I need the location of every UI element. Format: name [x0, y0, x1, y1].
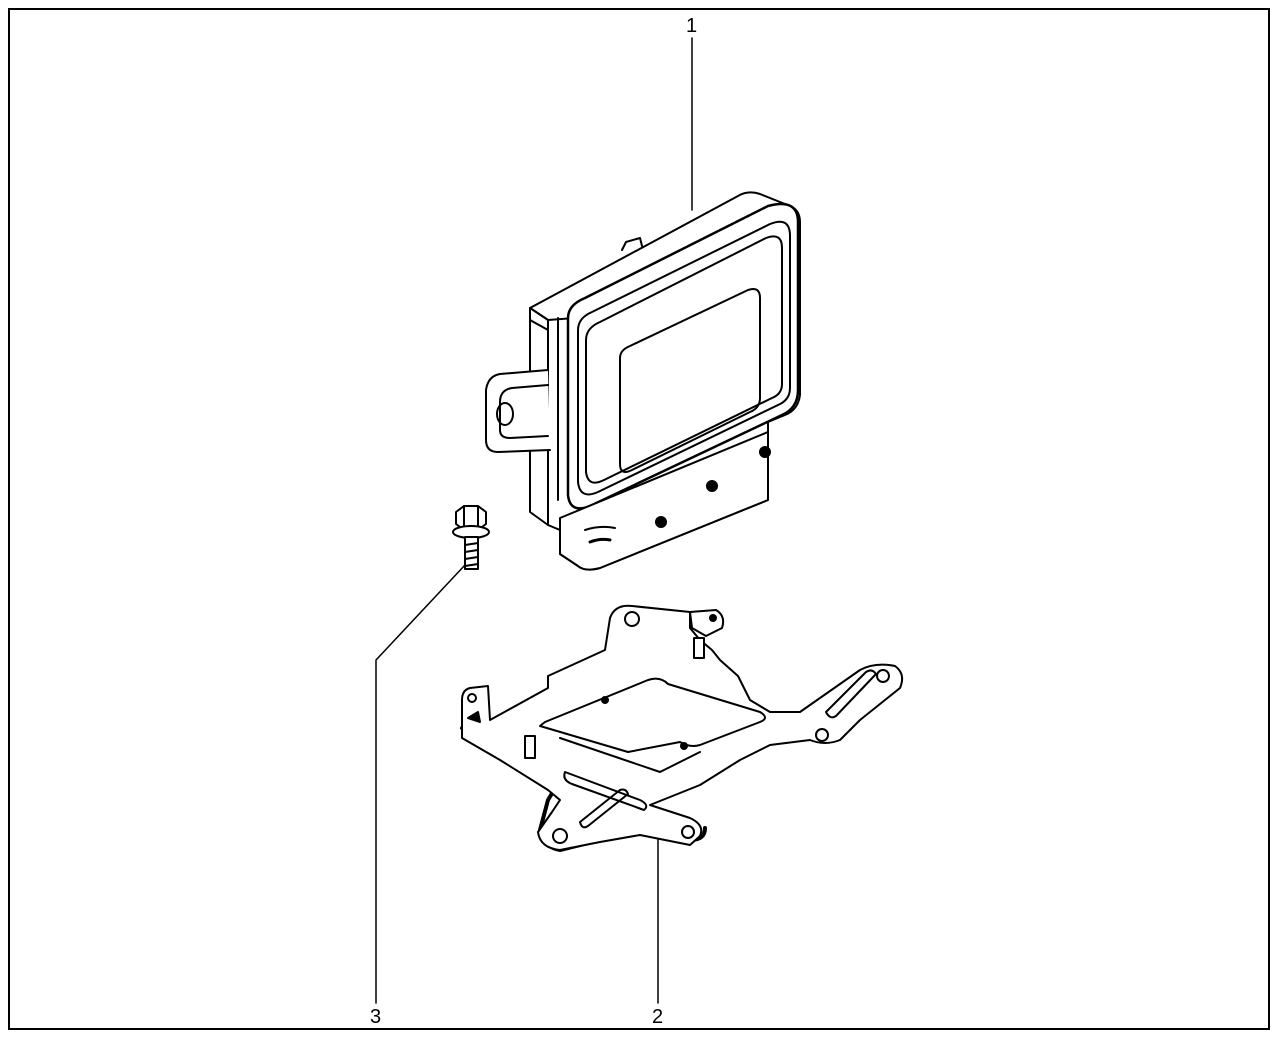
flange-bolt	[452, 505, 490, 570]
leader-line-3	[375, 564, 466, 1004]
callout-label-2: 2	[652, 1006, 664, 1028]
callout-label-1: 1	[686, 15, 698, 37]
mounting-bracket	[460, 604, 904, 852]
callout-label-3: 3	[370, 1006, 382, 1028]
control-module	[485, 191, 801, 571]
drawing-frame	[8, 8, 1270, 1030]
